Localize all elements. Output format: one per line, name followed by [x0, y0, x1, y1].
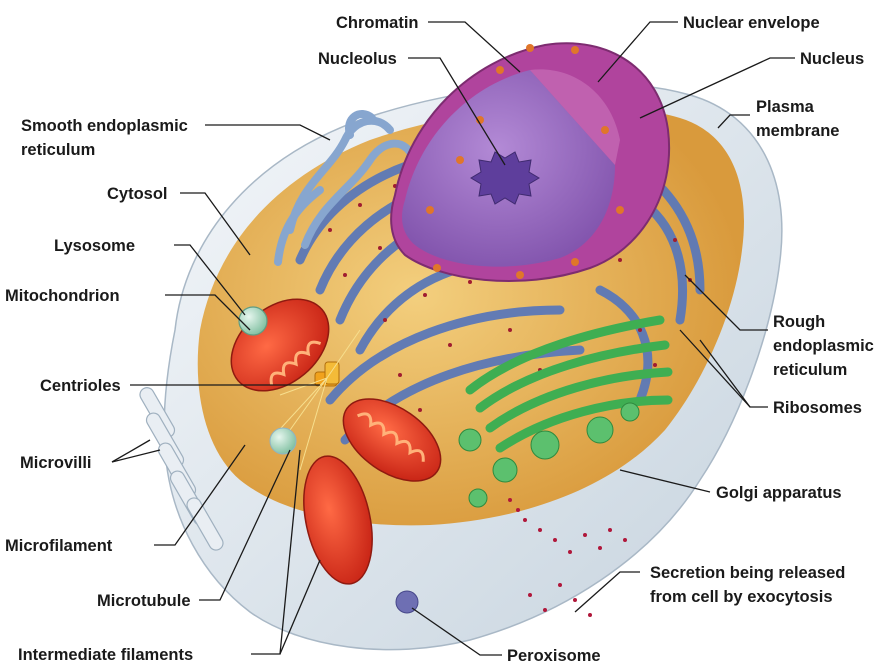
- label-intermediate-filaments: Intermediate filaments: [18, 646, 193, 664]
- centrioles-shape: [269, 329, 361, 471]
- label-smooth-er-line2: reticulum: [21, 141, 95, 159]
- label-smooth-er-line1: Smooth endoplasmic: [21, 117, 188, 135]
- label-peroxisome: Peroxisome: [507, 647, 601, 665]
- nucleolus-shape: [470, 151, 540, 205]
- label-microtubule: Microtubule: [97, 592, 191, 610]
- label-microfilament: Microfilament: [5, 537, 113, 555]
- label-nuclear-envelope: Nuclear envelope: [683, 14, 820, 32]
- label-secretion-line1: Secretion being released: [650, 564, 845, 582]
- labels: Chromatin Nuclear envelope Nucleolus Nuc…: [5, 14, 874, 665]
- vesicle-shape: [269, 427, 297, 455]
- nuclear-pores: [426, 44, 624, 279]
- nucleus-shape: [390, 42, 671, 282]
- mitochondrion-shape-2: [342, 398, 442, 482]
- label-centrioles: Centrioles: [40, 377, 121, 395]
- label-cytosol: Cytosol: [107, 185, 168, 203]
- peroxisome-shape: [395, 590, 419, 614]
- label-plasma-membrane-line2: membrane: [756, 122, 839, 140]
- label-chromatin: Chromatin: [336, 14, 419, 32]
- label-rough-er-line1: Rough: [773, 313, 825, 331]
- golgi-shape: [458, 315, 673, 508]
- label-golgi-apparatus: Golgi apparatus: [716, 484, 842, 502]
- label-secretion-line2: from cell by exocytosis: [650, 588, 833, 606]
- lysosome-shape: [238, 306, 268, 336]
- secretion-dots: [508, 498, 627, 617]
- label-rough-er-line3: reticulum: [773, 361, 847, 379]
- label-plasma-membrane-line1: Plasma: [756, 98, 815, 116]
- label-nucleus: Nucleus: [800, 50, 864, 68]
- label-nucleolus: Nucleolus: [318, 50, 397, 68]
- leader-lines: [111, 21, 795, 656]
- mitochondrion-shape-3: [303, 455, 373, 585]
- smooth-er-shape: [274, 110, 414, 266]
- label-lysosome: Lysosome: [54, 237, 135, 255]
- label-rough-er-line2: endoplasmic: [773, 337, 874, 355]
- label-mitochondrion: Mitochondrion: [5, 287, 120, 305]
- label-microvilli: Microvilli: [20, 454, 92, 472]
- label-ribosomes: Ribosomes: [773, 399, 862, 417]
